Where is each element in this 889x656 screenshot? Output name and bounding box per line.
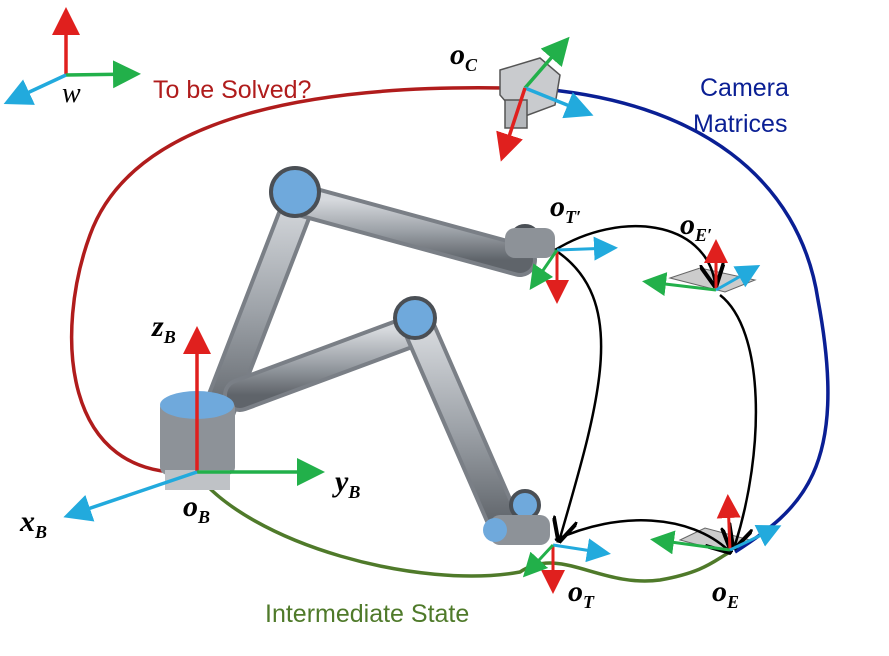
intermediate-state-curve xyxy=(193,470,731,583)
subscript: B xyxy=(163,327,176,347)
subscript: C xyxy=(465,55,478,75)
subscript: E xyxy=(727,592,740,612)
frame-e-prime xyxy=(642,239,761,297)
frame-t-prime xyxy=(529,236,618,304)
label-x-b: xB xyxy=(20,505,47,543)
symbol: x xyxy=(20,505,35,538)
subscript: E′ xyxy=(695,225,713,245)
subscript: B xyxy=(198,507,211,527)
label-y-b: yB xyxy=(335,465,360,503)
camera xyxy=(499,57,561,129)
frame-c xyxy=(496,36,594,162)
label-o-t: oT xyxy=(568,575,594,613)
subscript: T xyxy=(583,592,594,612)
label-o-e-prime: oE′ xyxy=(680,208,712,246)
frame-e xyxy=(650,494,782,555)
label-world: w xyxy=(62,78,81,109)
camera-matrices-curve xyxy=(529,86,830,554)
subscript: B xyxy=(348,482,361,502)
label-matrices: Matrices xyxy=(693,110,788,138)
symbol: o xyxy=(183,490,198,523)
frame-b xyxy=(63,326,325,522)
symbol: o xyxy=(550,190,565,223)
label-camera: Camera xyxy=(700,74,789,102)
label-o-b: oB xyxy=(183,490,210,528)
symbol: o xyxy=(712,575,727,608)
label-o-e: oE xyxy=(712,575,739,613)
symbol: y xyxy=(335,465,349,498)
label-intermediate-state: Intermediate State xyxy=(265,600,470,628)
subscript: B xyxy=(35,522,48,542)
to-be-solved-curve xyxy=(69,86,506,475)
frame-t xyxy=(522,538,611,594)
frame-w xyxy=(3,7,141,105)
symbol: o xyxy=(568,575,583,608)
label-z-b: zB xyxy=(152,310,176,348)
symbol: o xyxy=(680,208,695,241)
label-o-t-prime: oT′ xyxy=(550,190,581,228)
subscript: T′ xyxy=(565,207,582,227)
symbol: o xyxy=(450,38,465,71)
label-o-c: oC xyxy=(450,38,477,76)
symbol: z xyxy=(152,310,164,343)
label-to-be-solved: To be Solved? xyxy=(153,76,312,104)
